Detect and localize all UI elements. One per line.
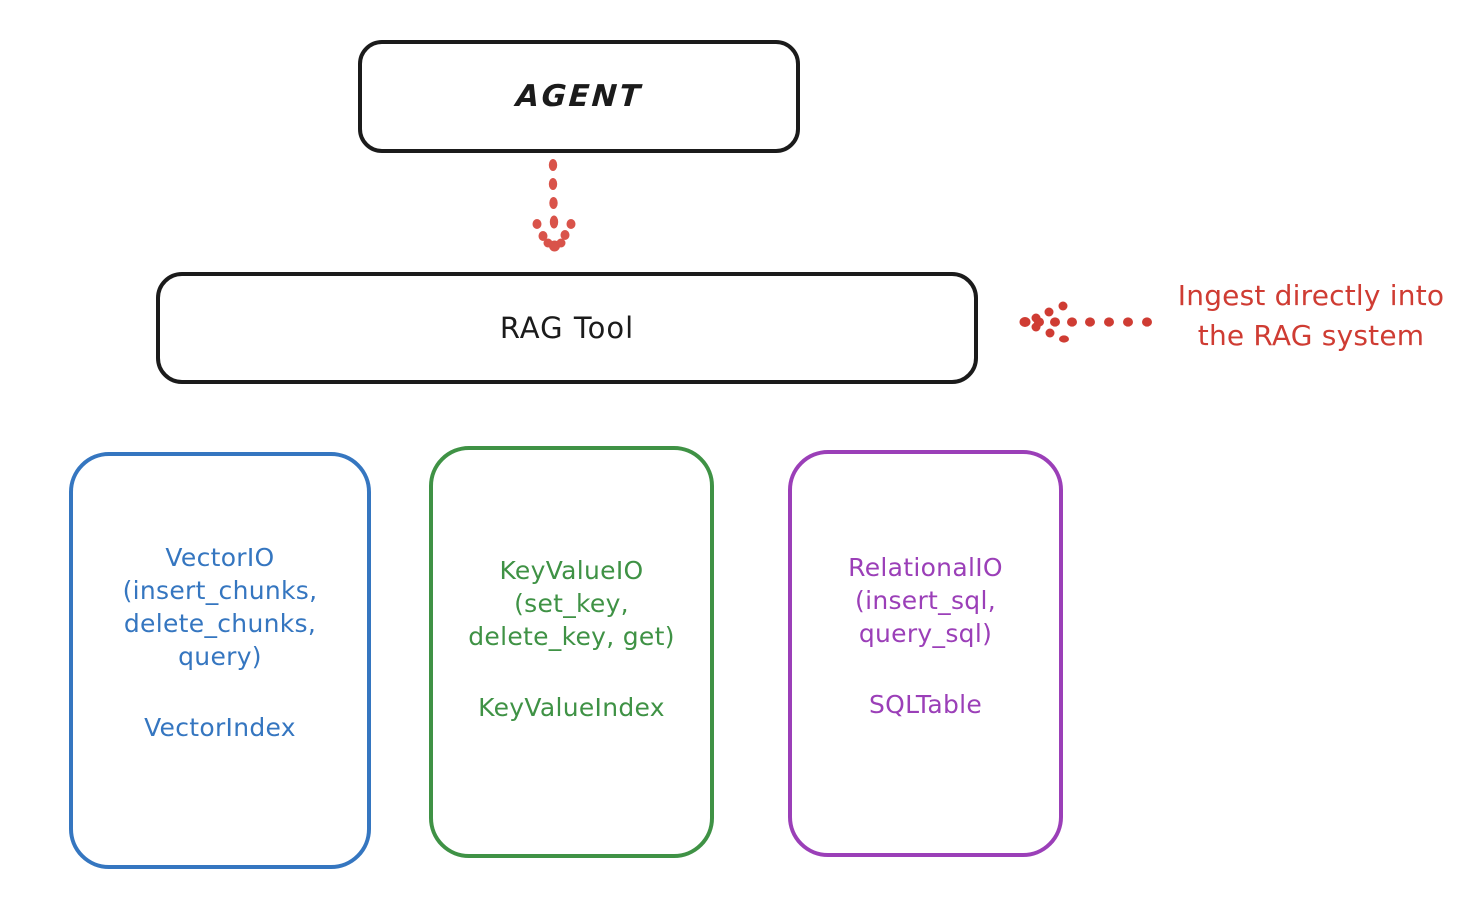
key-value-io-index-label: KeyValueIndex — [478, 693, 665, 722]
vector-io-index-label: VectorIndex — [144, 713, 296, 742]
agent-node[interactable]: AGENT — [358, 40, 800, 153]
ingest-pointer-arrow-icon — [1019, 301, 1152, 343]
rag-tool-node-label: RAG Tool — [499, 311, 635, 345]
key-value-io-node[interactable]: KeyValueIO (set_key, delete_key, get) Ke… — [429, 446, 714, 858]
agent-to-rag-tool-arrow-icon — [532, 159, 576, 252]
ingest-annotation-text: Ingest directly into the RAG system — [1177, 279, 1445, 352]
key-value-io-api-text: KeyValueIO (set_key, delete_key, get) — [468, 556, 675, 651]
relational-io-api-text: RelationalIO (insert_sql, query_sql) — [848, 553, 1003, 648]
rag-tool-node[interactable]: RAG Tool — [156, 272, 978, 384]
relational-io-index-label: SQLTable — [868, 690, 983, 719]
vector-io-api-text: VectorIO (insert_chunks, delete_chunks, … — [122, 543, 318, 671]
agent-node-label: AGENT — [514, 79, 644, 114]
vector-io-node[interactable]: VectorIO (insert_chunks, delete_chunks, … — [69, 452, 371, 869]
relational-io-node[interactable]: RelationalIO (insert_sql, query_sql) SQL… — [788, 450, 1063, 857]
